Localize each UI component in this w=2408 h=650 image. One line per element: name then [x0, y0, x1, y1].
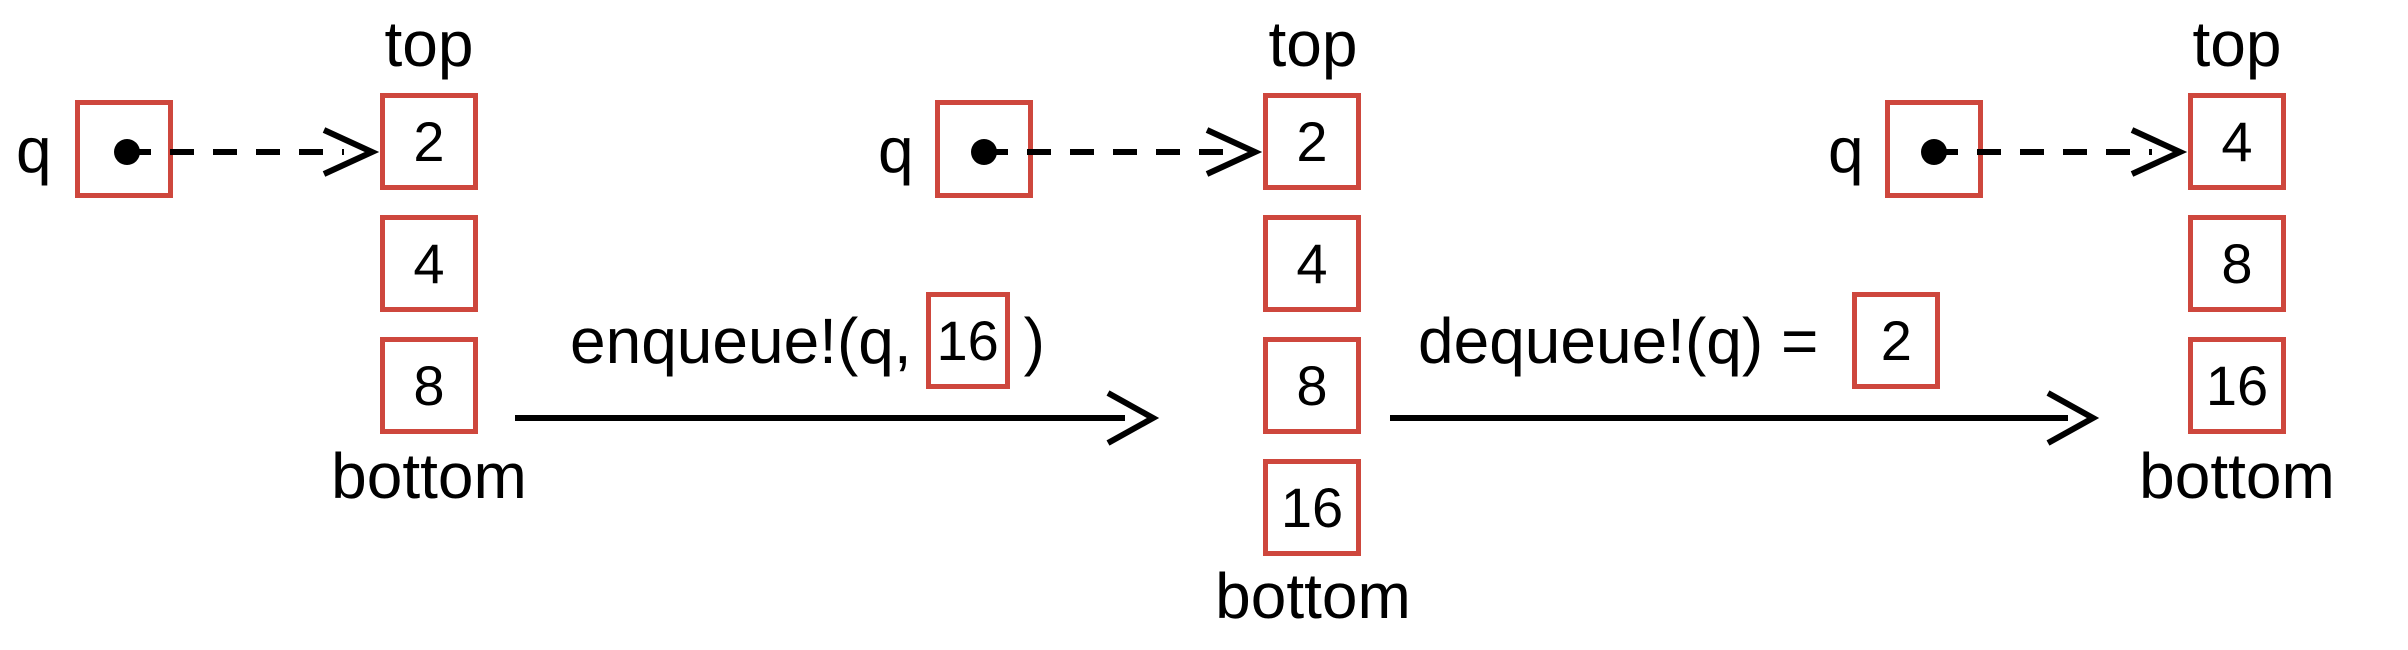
- pointer-arrowhead-icon: [2130, 127, 2188, 177]
- stack-cell-value: 2: [1296, 110, 1328, 173]
- stack-cell-value: 4: [2221, 110, 2253, 173]
- transition-value-box: 16: [925, 292, 1010, 389]
- transition-arrowhead-icon: [2046, 390, 2100, 446]
- stack-cell-value: 16: [1280, 476, 1344, 539]
- transition-arrow-icon: [515, 390, 1160, 446]
- stack-cell-value: 4: [1296, 232, 1328, 295]
- stack-top-label: top: [1268, 8, 1358, 80]
- queue-var-label: q: [1828, 114, 1864, 186]
- transition-value-box: 2: [1852, 292, 1941, 389]
- pointer-arrowhead-icon: [322, 127, 380, 177]
- transition-arrowhead-icon: [1106, 390, 1160, 446]
- stack-top-label: top: [2192, 8, 2282, 80]
- stack-cell: 8: [2188, 215, 2286, 312]
- stack-cell: 4: [1263, 215, 1361, 312]
- transition-arrow-icon: [1390, 390, 2100, 446]
- pointer-arrow-icon: [971, 127, 1263, 177]
- queue-var-label: q: [878, 114, 914, 186]
- stack-bottom-label: bottom: [331, 440, 527, 512]
- stack-cell: 16: [2188, 337, 2286, 434]
- stack-cell: 2: [380, 93, 478, 190]
- stack-cell: 2: [1263, 93, 1361, 190]
- transition-label-suffix: ): [1023, 304, 1045, 377]
- stack-bottom-label: bottom: [2139, 440, 2335, 512]
- pointer-arrowhead-icon: [1205, 127, 1263, 177]
- stack-cell: 16: [1263, 459, 1361, 556]
- queue-var-box: [75, 100, 173, 198]
- transition-value: 2: [1880, 309, 1912, 372]
- stack-cell-value: 2: [413, 110, 445, 173]
- stack-bottom-label: bottom: [1215, 560, 1411, 632]
- stack-cell-value: 8: [413, 354, 445, 417]
- pointer-arrow-icon: [1921, 127, 2188, 177]
- stack-cell-value: 4: [413, 232, 445, 295]
- stack-cell-value: 8: [2221, 232, 2253, 295]
- pointer-arrow-icon: [114, 127, 380, 177]
- stack-top-label: top: [384, 8, 474, 80]
- transition-label-prefix: dequeue!(q) =: [1418, 304, 1819, 377]
- stack-cell: 8: [380, 337, 478, 434]
- stack-cell-value: 16: [2205, 354, 2269, 417]
- transition-label: enqueue!(q, 16 ): [570, 292, 1045, 389]
- stack-cell: 4: [380, 215, 478, 312]
- transition-label: dequeue!(q) = 2: [1418, 292, 1974, 389]
- transition-label-prefix: enqueue!(q,: [570, 304, 912, 377]
- stack-cell-value: 8: [1296, 354, 1328, 417]
- queue-var-label: q: [16, 114, 52, 186]
- stack-cell: 4: [2188, 93, 2286, 190]
- stack-cell: 8: [1263, 337, 1361, 434]
- transition-value: 16: [936, 309, 999, 372]
